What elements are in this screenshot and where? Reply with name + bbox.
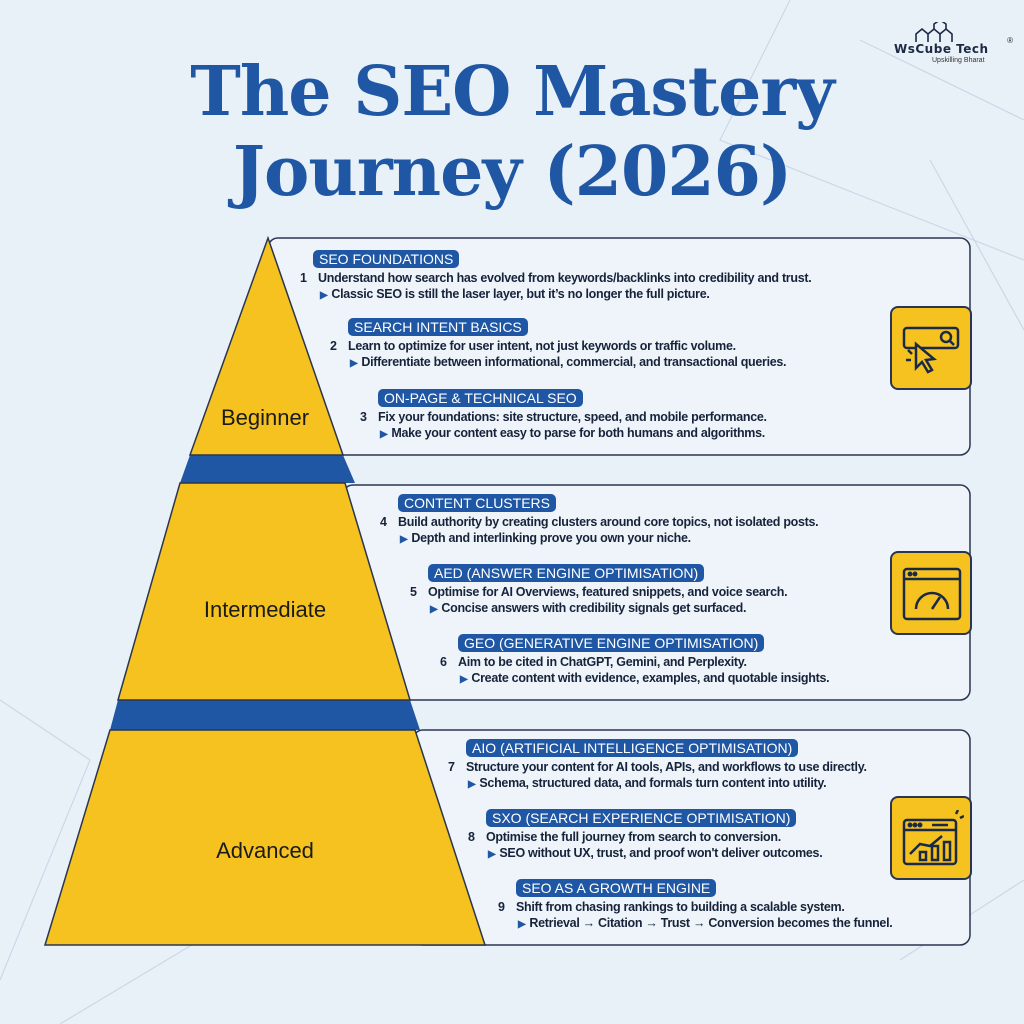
item-subtext: Schema, structured data, and formals tur… bbox=[479, 776, 827, 790]
level-label-intermediate: Intermediate bbox=[203, 597, 327, 622]
item-text: Optimise the full journey from search to… bbox=[486, 830, 781, 844]
item-number: 7 bbox=[448, 760, 455, 774]
item-text: Shift from chasing rankings to building … bbox=[516, 900, 845, 914]
item-number: 3 bbox=[360, 410, 367, 424]
list-item: GEO (GENERATIVE ENGINE OPTIMISATION) 6 Aim… bbox=[440, 634, 830, 688]
item-tag: SEO AS A GROWTH ENGINE bbox=[516, 879, 717, 897]
brand-tagline: Upskilling Bharat bbox=[932, 57, 985, 64]
item-tag: ON-PAGE & TECHNICAL SEO bbox=[378, 389, 583, 407]
item-subtext: Concise answers with credibility signals… bbox=[441, 601, 747, 615]
item-tag: AIO (ARTIFICIAL INTELLIGENCE OPTIMISATIO… bbox=[466, 739, 799, 757]
list-item: SEO FOUNDATIONS 1 Understand how search ha… bbox=[300, 250, 812, 304]
item-subtext: Create content with evidence, examples, … bbox=[471, 671, 830, 685]
item-number: 9 bbox=[498, 900, 505, 914]
item-subtext: Depth and interlinking prove you own you… bbox=[411, 531, 691, 545]
list-item: SEARCH INTENT BASICS 2 Learn to optimize f… bbox=[330, 318, 787, 372]
item-text: Build authority by creating clusters aro… bbox=[398, 515, 819, 529]
item-tag: SEARCH INTENT BASICS bbox=[348, 318, 528, 336]
list-item: SEO AS A GROWTH ENGINE 9 Shift from chasin… bbox=[498, 879, 893, 933]
arrow-bullet-icon: ▶ bbox=[488, 849, 496, 860]
page-title-line1: The SEO Mastery bbox=[190, 52, 834, 132]
connector-band-1 bbox=[180, 455, 355, 483]
list-item: AIO (ARTIFICIAL INTELLIGENCE OPTIMISATIO… bbox=[448, 739, 867, 793]
item-subtext: Classic SEO is still the laser layer, bu… bbox=[331, 287, 710, 301]
item-tag: GEO (GENERATIVE ENGINE OPTIMISATION) bbox=[458, 634, 765, 652]
item-number: 4 bbox=[380, 515, 387, 529]
cursor-click-search-icon bbox=[890, 306, 972, 390]
level-label-advanced: Advanced bbox=[216, 838, 314, 863]
list-item: AED (ANSWER ENGINE OPTIMISATION) 5 Optimis… bbox=[410, 564, 788, 618]
item-number: 5 bbox=[410, 585, 417, 599]
brand-logo: WsCube Tech ® Upskilling Bharat bbox=[890, 22, 1015, 77]
list-item: ON-PAGE & TECHNICAL SEO 3 Fix your foundat… bbox=[360, 389, 767, 443]
item-text: Aim to be cited in ChatGPT, Gemini, and … bbox=[458, 655, 747, 669]
hexagon-logo-icon bbox=[915, 22, 953, 42]
browser-growth-chart-icon bbox=[890, 796, 972, 880]
item-text: Optimise for AI Overviews, featured snip… bbox=[428, 585, 788, 599]
arrow-bullet-icon: ▶ bbox=[400, 534, 408, 545]
beginner-tier bbox=[188, 235, 345, 456]
item-tag: CONTENT CLUSTERS bbox=[398, 494, 556, 512]
arrow-bullet-icon: ▶ bbox=[468, 779, 476, 790]
item-subtext: Make your content easy to parse for both… bbox=[391, 426, 765, 440]
item-number: 8 bbox=[468, 830, 475, 844]
level-label-beginner: Beginner bbox=[220, 405, 310, 430]
item-tag: SEO FOUNDATIONS bbox=[313, 250, 460, 268]
advanced-tier bbox=[43, 729, 487, 946]
item-tag: AED (ANSWER ENGINE OPTIMISATION) bbox=[428, 564, 705, 582]
item-number: 6 bbox=[440, 655, 447, 669]
item-number: 2 bbox=[330, 339, 337, 353]
arrow-bullet-icon: ▶ bbox=[320, 290, 328, 301]
item-number: 1 bbox=[300, 271, 307, 285]
item-text: Structure your content for AI tools, API… bbox=[466, 760, 867, 774]
item-subtext: Retrieval → Citation → Trust → Conversio… bbox=[529, 916, 893, 930]
arrow-bullet-icon: ▶ bbox=[518, 919, 526, 930]
arrow-bullet-icon: ▶ bbox=[460, 674, 468, 685]
brand-name: WsCube Tech bbox=[894, 42, 989, 56]
arrow-bullet-icon: ▶ bbox=[430, 604, 438, 615]
connector-band-2 bbox=[110, 700, 420, 730]
item-subtext: SEO without UX, trust, and proof won't d… bbox=[499, 846, 823, 860]
item-text: Learn to optimize for user intent, not j… bbox=[348, 339, 736, 353]
registered-mark: ® bbox=[1007, 36, 1013, 45]
intermediate-tier bbox=[117, 482, 412, 701]
arrow-bullet-icon: ▶ bbox=[350, 358, 358, 369]
list-item: SXO (SEARCH EXPERIENCE OPTIMISATION) 8 Opt… bbox=[468, 809, 823, 863]
item-subtext: Differentiate between informational, com… bbox=[361, 355, 787, 369]
page-title-line2: Journey (2026) bbox=[232, 132, 792, 212]
arrow-bullet-icon: ▶ bbox=[380, 429, 388, 440]
item-tag: SXO (SEARCH EXPERIENCE OPTIMISATION) bbox=[486, 809, 797, 827]
item-text: Fix your foundations: site structure, sp… bbox=[378, 410, 767, 424]
list-item: CONTENT CLUSTERS 4 Build authority by crea… bbox=[380, 494, 819, 548]
browser-gauge-icon bbox=[890, 551, 972, 635]
item-text: Understand how search has evolved from k… bbox=[318, 271, 812, 285]
